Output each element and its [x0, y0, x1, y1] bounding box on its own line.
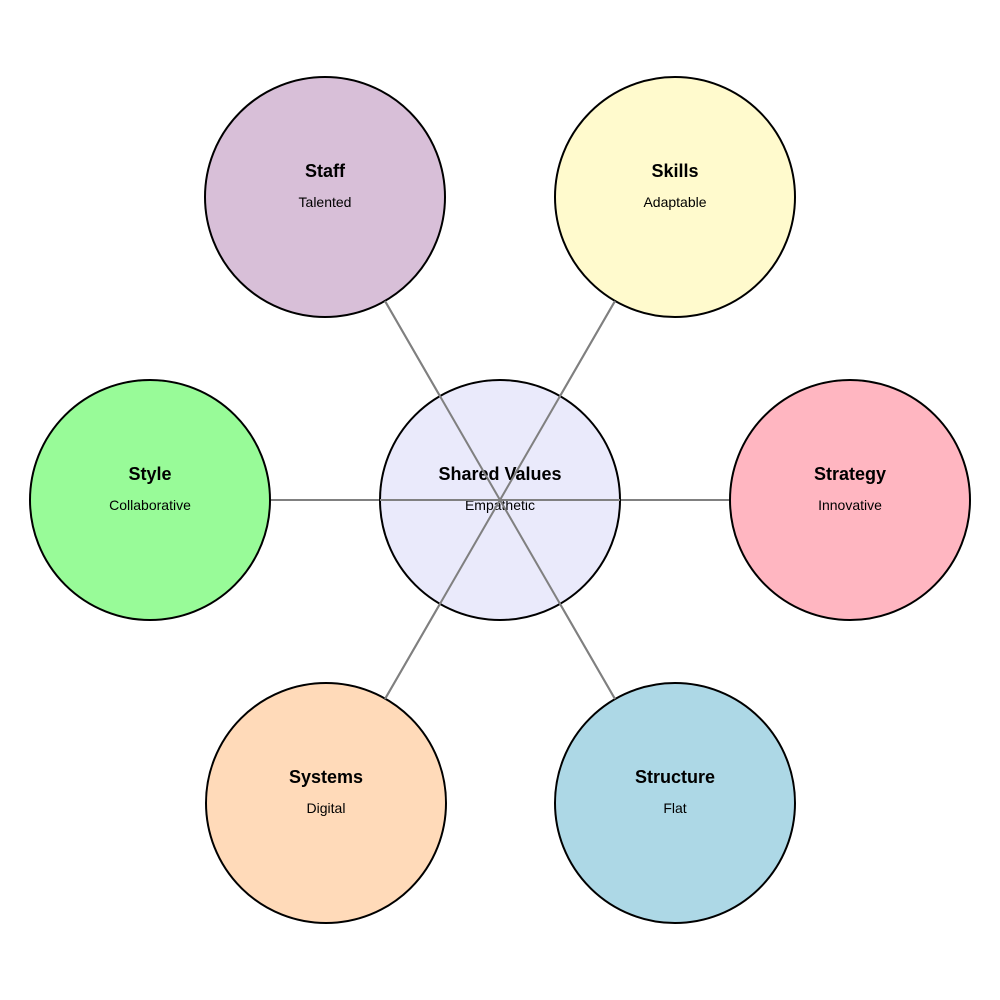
structure-value: Flat — [663, 800, 686, 816]
strategy-title: Strategy — [814, 464, 886, 484]
skills-circle — [554, 76, 796, 318]
node-systems: Systems Digital — [205, 682, 447, 924]
node-structure: Structure Flat — [554, 682, 796, 924]
systems-circle — [205, 682, 447, 924]
staff-value: Talented — [299, 194, 352, 210]
node-skills: Skills Adaptable — [554, 76, 796, 318]
strategy-value: Innovative — [818, 497, 882, 513]
center-connector-overlay — [380, 300, 620, 700]
style-value: Collaborative — [109, 497, 191, 513]
skills-value: Adaptable — [643, 194, 706, 210]
staff-circle — [204, 76, 446, 318]
staff-title: Staff — [305, 161, 346, 181]
systems-value: Digital — [307, 800, 346, 816]
skills-title: Skills — [651, 161, 698, 181]
node-staff: Staff Talented — [204, 76, 446, 318]
shared-values-title: Shared Values — [438, 464, 561, 484]
style-circle — [29, 379, 271, 621]
structure-title: Structure — [635, 767, 715, 787]
systems-title: Systems — [289, 767, 363, 787]
strategy-circle — [729, 379, 971, 621]
node-style: Style Collaborative — [29, 379, 271, 621]
node-strategy: Strategy Innovative — [729, 379, 971, 621]
structure-circle — [554, 682, 796, 924]
style-title: Style — [128, 464, 171, 484]
